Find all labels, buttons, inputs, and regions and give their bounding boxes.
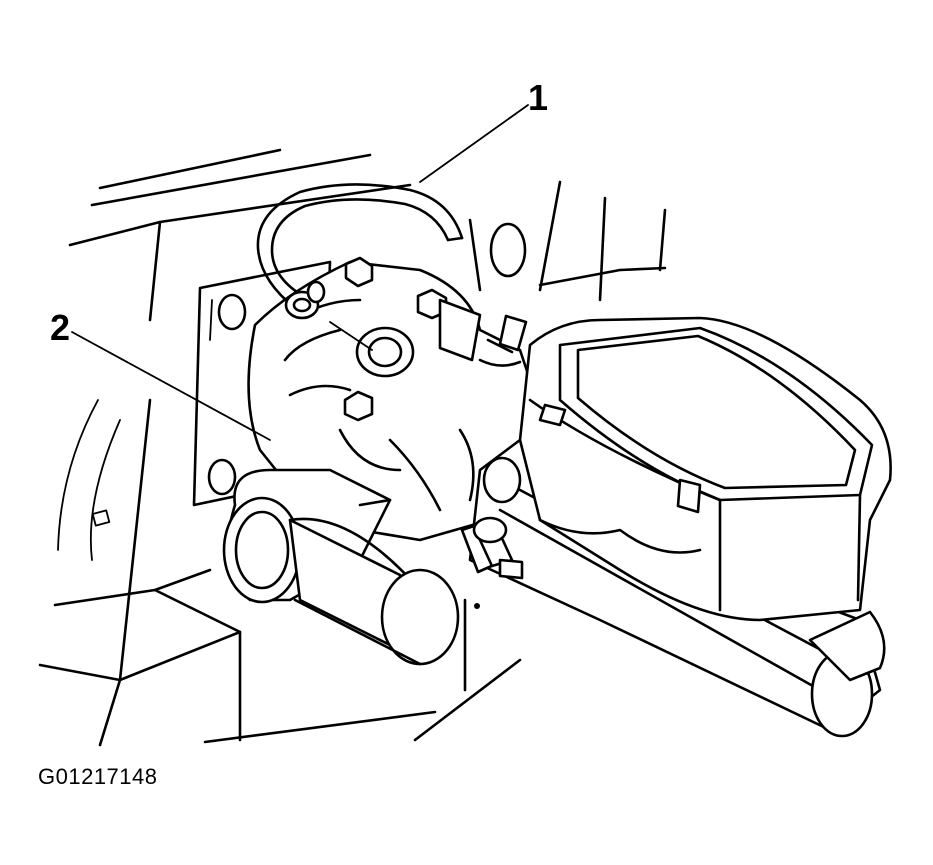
hydraulic-line	[256, 183, 464, 320]
pump-motor	[222, 468, 460, 666]
callout-1: 1	[528, 77, 548, 118]
callout-2: 2	[50, 307, 70, 348]
leader-lines	[71, 104, 529, 441]
vehicle-structure	[38, 148, 667, 747]
figure-id: G01217148	[38, 764, 158, 789]
fluid-reservoir	[518, 316, 892, 622]
